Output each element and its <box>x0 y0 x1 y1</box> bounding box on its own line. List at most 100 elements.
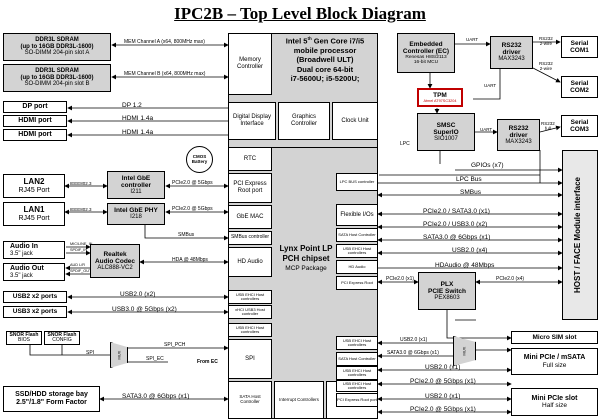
ddr3l-slot-b: DDR3L SDRAM (up to 16GB DDR3L-1600) SO-D… <box>3 64 111 92</box>
mini-pcie-msata-slot: Mini PCIe / mSATA Full size <box>511 348 598 375</box>
uart-label-1: UART <box>466 37 479 42</box>
pch-pcie-root: PCI Express Root port <box>228 173 272 203</box>
pch-usb-ehci-right-3: USB EHCI Host controllers <box>336 366 378 380</box>
pch-lpc-bus-controller: LPC BUS controller <box>336 173 378 191</box>
realtek-audio-codec: Realtek Audio Codec ALC888-VC2 <box>90 244 140 278</box>
pch-interrupt-controllers: Interrupt Controllers <box>274 381 324 419</box>
lpc-bus-label: LPC Bus <box>456 176 482 183</box>
snor-flash-config: SNOR Flash CONFIG <box>44 331 80 345</box>
pch-xhci: xHCI USB3 Host controller <box>228 305 272 319</box>
pcie-gbe-label: PCIe2.0 @ 5Gbps <box>172 180 213 186</box>
hdmi-port-1: HDMI port <box>3 115 67 127</box>
digital-display-interface: Digital Display Interface <box>228 102 276 140</box>
micro-sim-slot: Micro SIM slot <box>511 331 598 344</box>
diagram-title: IPC2B – Top Level Block Diagram <box>174 4 426 23</box>
hdmi-link-label-1: HDMI 1.4a <box>122 115 154 122</box>
host-face-module-label: HOST / FACE Module interface <box>573 177 582 294</box>
pcie-sata-label: PCIe2.0 / SATA3.0 (x1) <box>423 208 490 215</box>
ieee-label-1: IEEE802.3 <box>70 181 92 186</box>
usb2-x1-label-a: USB2.0 (x1) <box>400 337 428 343</box>
plx-pcie-switch: PLX PCIE Switch PEX8603 <box>418 272 476 310</box>
usb2-x1-label-c: USB2.0 (x1) <box>425 393 461 400</box>
intel-gbe-phy: Intel GbE PHY I218 <box>107 203 165 225</box>
pch-name: Lynx Point LP PCH chipset MCP Package <box>279 244 333 273</box>
audio-out-jack: Audio Out 3.5" jack <box>3 263 65 281</box>
spi-pch-label: SPI_PCH <box>164 342 186 348</box>
spi-ec-label: SPI_EC <box>146 356 164 362</box>
pch-gbe-mac: GbE MAC <box>228 205 272 229</box>
hdmi-link-label-2: HDMI 1.4a <box>122 129 154 136</box>
mic-line-in-label: MIC/LINE_IN <box>70 242 93 246</box>
pch-hd-audio-right: HD Audio <box>336 260 378 274</box>
hdmi-port-2: HDMI port <box>3 129 67 141</box>
rs232-driver-2: RS232 driver MAX3243 <box>497 119 540 151</box>
memory-controller: Memory Controller <box>228 33 272 95</box>
from-ec-label: From EC <box>197 359 218 365</box>
serial-com2: Serial COM2 <box>561 76 598 98</box>
spdif-in-label: SPDIF_IN <box>70 248 88 252</box>
usb2-ports: USB2 x2 ports <box>3 291 67 303</box>
cpu-name: Intel 5th Gen Core i7/i5 mobile processo… <box>285 36 365 83</box>
pcie-x1-label: PCIe2.0 (x1) <box>386 276 415 282</box>
spi-label: SPI <box>86 350 95 356</box>
usb2-x1-label-b: USB2.0 (x1) <box>425 364 461 371</box>
pcie-x4-label: PCIe2.0 (x4) <box>496 276 525 282</box>
usb2-x4-label: USB2.0 (x4) <box>452 247 488 254</box>
storage-bay: SSD/HDD storage bay 2.5"/1.8" Form Facto… <box>3 386 100 412</box>
dp-port: DP port <box>3 101 67 113</box>
pch-pcie-root-right-2: PCI Express Root port <box>336 393 378 407</box>
mem-channel-a-label: MEM Channel A (x64, 800MHz max) <box>124 39 205 45</box>
hda-label: HDA @ 48Mbps <box>172 257 208 263</box>
lan1-port: LAN1 RJ45 Port <box>3 202 65 226</box>
pch-sata-host: SATA Host Controller <box>228 381 272 419</box>
cmos-battery-icon: CMOS Battery <box>186 146 213 173</box>
sata-x2-label: SATA3.0 @ 6Gbps (x1) <box>423 234 491 241</box>
rs232-driver-1: RS232 driver MAX3243 <box>490 36 533 69</box>
smsc-superio: SMSC SuperIO SIO1007 <box>417 113 475 151</box>
host-face-module <box>562 150 598 320</box>
tpm-chip: TPM Atmel AT97SC3204 <box>417 88 463 107</box>
pch-flexible-io: Flexible I/Os <box>336 204 378 226</box>
lan2-port: LAN2 RJ45 Port <box>3 174 65 198</box>
ddr3l-slot-a: DDR3L SDRAM (up to 16GB DDR3L-1600) SO-D… <box>3 33 111 61</box>
pcie-5g-label-b: PCIe2.0 @ 5Gbps (x1) <box>410 406 476 413</box>
usb3-link-label: USB3.0 @ 5Gbps (x2) <box>112 306 177 313</box>
sata-6g-label: SATA3.0 @ 6Gbps (x1) <box>387 350 439 356</box>
storage-link-label: SATA3.0 @ 6Gbps (x1) <box>122 393 190 400</box>
pcie-phy-label: PCIe2.0 @ 5Gbps <box>172 206 213 212</box>
superio-lpc-label: LPC <box>400 141 410 147</box>
uart-label-3: UART <box>480 127 493 132</box>
uart-label-2: UART <box>484 83 497 88</box>
pch-usb-ehci-right-4: USB EHCI Host controllers <box>336 380 378 392</box>
pcie-usb-label: PCIe2.0 / USB3.0 (x2) <box>423 221 488 228</box>
pch-usb-ehci: USB EHCI Host controllers <box>228 290 272 304</box>
mini-pcie-half-slot: Mini PCIe slot Half size <box>511 388 598 416</box>
embedded-controller: Embedded Controller (EC) Renesas H8S/211… <box>397 33 455 73</box>
pch-usb-ehci-right: USB EHCI Host controllers <box>336 244 378 258</box>
graphics-controller: Graphics Controller <box>278 102 330 140</box>
mem-channel-b-label: MEM Channel B (x64, 800MHz max) <box>124 71 206 77</box>
usb3-ports: USB3 x2 ports <box>3 306 67 318</box>
spdif-out-label: SPDIF_OUT <box>70 269 92 273</box>
aud-lr-label: AUD L/R <box>70 263 85 267</box>
serial-com3: Serial COM3 <box>561 115 598 137</box>
pch-pcie-root-right: PCI Express Root <box>336 276 378 290</box>
snor-flash-bios: SNOR Flash BIOS <box>6 331 42 345</box>
pch-smbus-controller: SMBus controller <box>228 231 272 245</box>
gpios-label: GPIOs (x7) <box>471 162 504 169</box>
pcie-5g-label: PCIe2.0 @ 5Gbps (x1) <box>410 378 476 385</box>
smbus-label: SMBus <box>178 232 195 238</box>
pch-sata-controller: SATA Host Controller <box>336 228 378 242</box>
intel-gbe-controller: Intel GbE controller I211 <box>107 171 165 199</box>
usb2-link-label: USB2.0 (x2) <box>120 291 156 298</box>
pch-sata-controller-2: SATA Host Controller <box>336 352 378 366</box>
pch-rtc: RTC <box>228 147 272 171</box>
serial-com1: Serial COM1 <box>561 36 598 58</box>
smbus-right-label: SMBus <box>460 189 481 196</box>
audio-in-jack: Audio In 3.5" jack <box>3 241 65 259</box>
